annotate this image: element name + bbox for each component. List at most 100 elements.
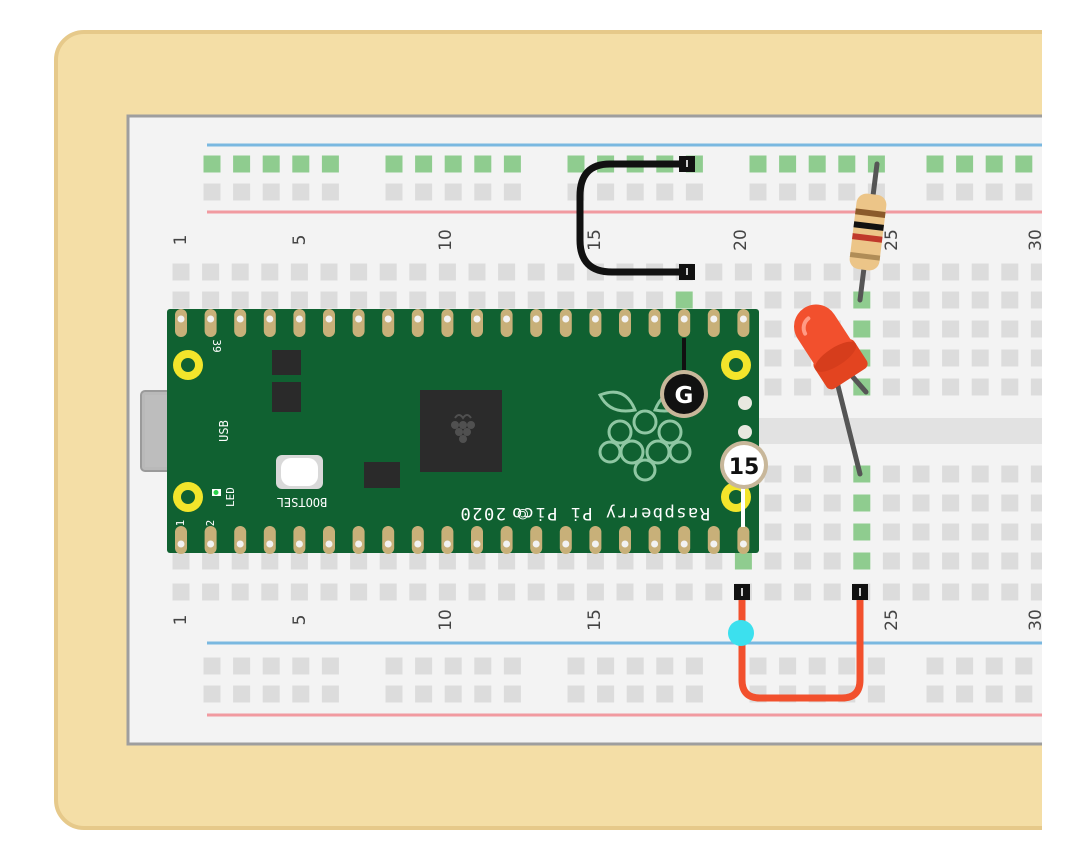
red-led-icon[interactable] (784, 295, 870, 477)
breadboard-hole (705, 263, 723, 281)
usb-label: USB (217, 420, 231, 442)
breadboard-hole (438, 263, 456, 281)
pico-pin-pad (352, 526, 365, 554)
red-jumper-wire[interactable] (734, 584, 868, 702)
gpio15-marker-label: 15 (729, 455, 760, 480)
pico-pin-hole (532, 540, 540, 548)
breadboard-hole (867, 657, 885, 675)
pico-pin-hole (384, 315, 392, 323)
pico-pin-hole (532, 315, 540, 323)
pico-pin-pad (382, 526, 395, 554)
bottom-col-num-10: 10 (436, 609, 456, 631)
breadboard-hole (838, 657, 856, 675)
breadboard-hole (290, 583, 308, 601)
pico-pin-pads (175, 309, 750, 554)
breadboard-hole (202, 583, 220, 601)
breadboard-hole (202, 263, 220, 281)
pico-pin-pad (500, 526, 513, 554)
breadboard-hole (942, 494, 960, 512)
pico-pin-hole (295, 540, 303, 548)
breadboard-hole (415, 183, 433, 201)
breadboard-hole (321, 155, 339, 173)
breadboard-hole (292, 685, 310, 703)
breadboard-hole (233, 657, 251, 675)
breadboard-hole (779, 657, 797, 675)
breadboard-hole (764, 523, 782, 541)
breadboard-hole (985, 155, 1003, 173)
breadboard-hole (823, 263, 841, 281)
pico-pin-hole (591, 315, 599, 323)
breadboard-hole (503, 685, 521, 703)
breadboard-hole (867, 685, 885, 703)
breadboard-hole (1001, 378, 1019, 396)
breadboard-hole (503, 657, 521, 675)
breadboard-hole (233, 183, 251, 201)
breadboard-hole (749, 183, 767, 201)
pico-pin-pad (471, 526, 483, 554)
breadboard-hole (409, 263, 427, 281)
breadboard-hole (1001, 320, 1019, 338)
breadboard-hole (586, 583, 604, 601)
black-jumper-wire[interactable] (576, 156, 695, 280)
pico-flash-chip (364, 462, 400, 488)
breadboard-hole (231, 291, 249, 309)
breadboard-hole (557, 583, 575, 601)
breadboard-hole (971, 263, 989, 281)
breadboard-hole (882, 583, 900, 601)
pico-pin-pad (530, 309, 543, 337)
breadboard-hole (321, 685, 339, 703)
breadboard-hole (203, 183, 221, 201)
breadboard-hole (646, 291, 664, 309)
breadboard-hole (942, 320, 960, 338)
breadboard-hole (882, 465, 900, 483)
breadboard-hole (764, 291, 782, 309)
breadboard-hole (290, 263, 308, 281)
breadboard-hole (616, 552, 634, 570)
breadboard-hole (1030, 552, 1042, 570)
breadboard-hole (823, 465, 841, 483)
breadboard-hole (1015, 657, 1033, 675)
pico-pin-pad (293, 309, 306, 337)
breadboard-hole (262, 183, 280, 201)
breadboard-hole (262, 685, 280, 703)
breadboard-hole (172, 583, 190, 601)
breadboard-hole (808, 183, 826, 201)
breadboard-hole (1030, 523, 1042, 541)
breadboard-hole (172, 291, 190, 309)
breadboard-hole (261, 263, 279, 281)
pico-pin-hole (177, 315, 185, 323)
breadboard-hole (1001, 291, 1019, 309)
pico-pin-pad (441, 309, 454, 337)
breadboard-hole (808, 155, 826, 173)
breadboard-hole (203, 685, 221, 703)
breadboard-hole (292, 155, 310, 173)
breadboard-hole (779, 183, 797, 201)
pico-pin-pad (234, 309, 247, 337)
breadboard-hole (597, 657, 615, 675)
breadboard-hole (794, 494, 812, 512)
breadboard-hole (350, 263, 368, 281)
breadboard-hole (656, 657, 674, 675)
breadboard-hole (971, 378, 989, 396)
breadboard-hole (794, 552, 812, 570)
breadboard-hole (926, 685, 944, 703)
breadboard-hole (942, 552, 960, 570)
breadboard-hole (675, 552, 693, 570)
breadboard-hole (379, 583, 397, 601)
resistor-icon[interactable] (848, 161, 887, 303)
pico-pin-hole (651, 315, 659, 323)
breadboard-hole (527, 291, 545, 309)
raspberry-pi-pico: USB 39 1 2 LED BOOTSEL Raspberry Pi Pico… (140, 309, 759, 554)
breadboard-hole (415, 155, 433, 173)
breadboard-hole (1045, 686, 1062, 703)
pico-pin-pad (382, 309, 395, 337)
pico-pin-pad (175, 309, 187, 337)
breadboard-hole (853, 320, 871, 338)
cyan-probe-point[interactable] (728, 620, 754, 646)
breadboard-hole (474, 685, 492, 703)
breadboard-hole (1015, 685, 1033, 703)
breadboard-hole (320, 291, 338, 309)
breadboard-hole (385, 657, 403, 675)
breadboard-hole (444, 155, 462, 173)
breadboard-hole (942, 583, 960, 601)
